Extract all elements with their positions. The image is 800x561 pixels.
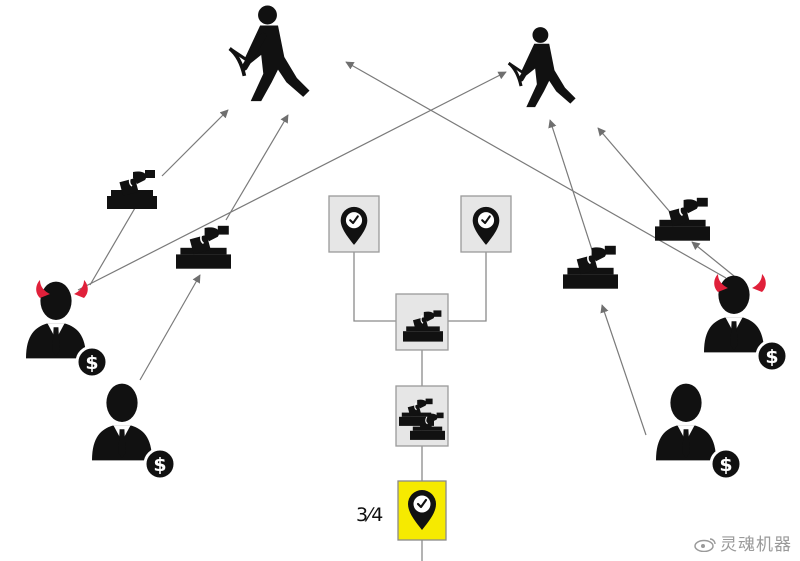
dollar-coin-icon-2 — [143, 447, 177, 481]
dollar-coin-icon-4 — [709, 447, 743, 481]
arrow-right-devil-to-left-miner — [345, 61, 727, 279]
devil-horns-icon-left — [36, 280, 88, 298]
arrow-devil-to-ballot — [89, 195, 143, 286]
weibo-logo-icon — [694, 538, 716, 552]
watermark-text: 灵魂机器 — [720, 535, 792, 555]
miner-icon-right — [509, 27, 576, 107]
tx-fraction-label: 3⁄4 — [356, 504, 384, 526]
arrow-ballot3-to-right-miner — [548, 119, 595, 257]
tx-node-top-left — [328, 195, 380, 253]
arrow-ballot-to-left-miner — [161, 109, 229, 177]
arrow-ballot2-to-left-miner — [225, 114, 289, 221]
dollar-coin-icon-3 — [755, 339, 789, 373]
tx-node-confirmed — [397, 480, 447, 541]
tx-node-top-right — [460, 195, 512, 253]
arrow-user-to-ballot3 — [600, 304, 647, 436]
arrows — [77, 61, 735, 436]
ballot-box-icon-2 — [175, 224, 232, 270]
arrow-devil-to-ballot4 — [691, 241, 735, 277]
arrow-ballot4-to-right-miner — [597, 127, 671, 213]
arrow-user-to-ballot2 — [139, 274, 201, 381]
watermark: 灵魂机器 — [694, 530, 792, 555]
dollar-coin-icon-1 — [75, 345, 109, 379]
tx-node-double — [395, 385, 449, 447]
devil-horns-icon-right — [714, 274, 766, 292]
ballot-box-icon-1 — [106, 169, 158, 210]
tx-node-merge — [395, 293, 449, 351]
arrow-devil-to-right-miner — [77, 71, 507, 291]
businessman-icon-right — [656, 383, 716, 461]
tree-connectors — [353, 252, 487, 561]
businessman-icon-left — [92, 383, 152, 461]
miner-icon-left — [230, 6, 310, 102]
ballot-box-icon-3 — [562, 244, 619, 290]
